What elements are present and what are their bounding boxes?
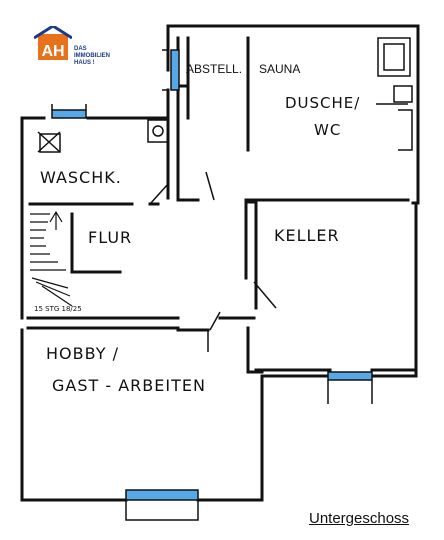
room-label-flur: FLUR — [88, 228, 133, 247]
window-abstell — [170, 49, 180, 91]
wall-hobby-right — [218, 316, 264, 374]
window-hobby — [125, 489, 199, 501]
door-keller — [253, 281, 277, 309]
stairs — [30, 210, 73, 307]
window-waschk — [51, 109, 87, 119]
room-label-sauna: SAUNA — [259, 62, 301, 76]
wall-flur-bottom — [26, 316, 210, 332]
logo: AH DAS IMMOBILIEN HAUS ! — [34, 24, 124, 66]
room-label-hobby: HOBBY / — [46, 344, 119, 363]
wall-outer — [166, 24, 420, 205]
toilet — [393, 85, 413, 151]
logo-letters: AH — [41, 43, 64, 60]
house-logo-icon: AH — [34, 26, 72, 60]
room-label-abstell: ABSTELL. — [186, 62, 243, 76]
wall-sauna-inner — [186, 36, 250, 152]
shower-tray — [377, 37, 411, 77]
door-waschk — [149, 183, 169, 205]
room-label-keller: KELLER — [274, 226, 340, 245]
room-label-dusche: DUSCHE/ — [285, 94, 361, 112]
wall-lower-left — [20, 328, 128, 502]
door-hobby — [207, 311, 221, 352]
door-sauna — [205, 171, 215, 201]
floor-caption: Untergeschoss — [309, 510, 410, 527]
room-label-wc: WC — [314, 121, 342, 139]
wall-stair-inner — [70, 212, 122, 274]
wall-sauna-left — [176, 36, 200, 202]
stairs-note: 15 STG 18/25 — [34, 305, 82, 313]
wall-bottom-right — [196, 201, 418, 502]
waschk-x-box — [39, 133, 61, 153]
room-label-gast: GAST - ARBEITEN — [52, 376, 206, 395]
waschk-x-mark — [37, 131, 61, 153]
logo-brand-text: DAS IMMOBILIEN HAUS ! — [74, 46, 110, 66]
washing-machine — [147, 119, 169, 143]
window-keller — [327, 371, 373, 381]
wall-keller-left — [244, 200, 258, 310]
room-label-waschk: WASCHK. — [40, 168, 122, 187]
